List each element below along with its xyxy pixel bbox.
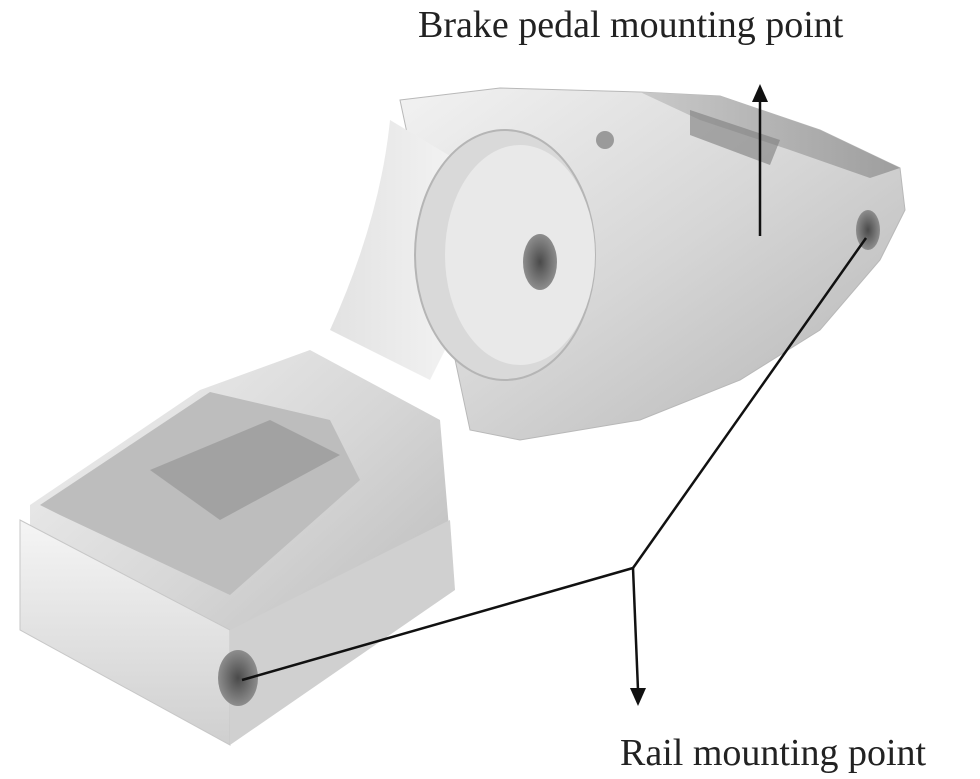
pivot-boss [330,120,614,381]
rail-leader-line-right [631,237,868,569]
rail-leader-line-down [631,567,640,691]
arm-pocket [150,420,340,520]
bolt-head [596,131,614,149]
rail-mounting-label: Rail mounting point [620,732,927,774]
brake-pedal-mounting-label: Brake pedal mounting point [418,4,844,46]
rail-hole-rear [856,210,880,250]
leader-lines [241,92,868,691]
rail-hole-front [218,650,258,706]
pivot-hole [523,234,557,290]
arrow-up-icon [752,84,768,102]
arrow-down-icon [630,688,646,706]
rail-leader-line-left [241,566,634,682]
rail-mount-arm [19,350,455,746]
